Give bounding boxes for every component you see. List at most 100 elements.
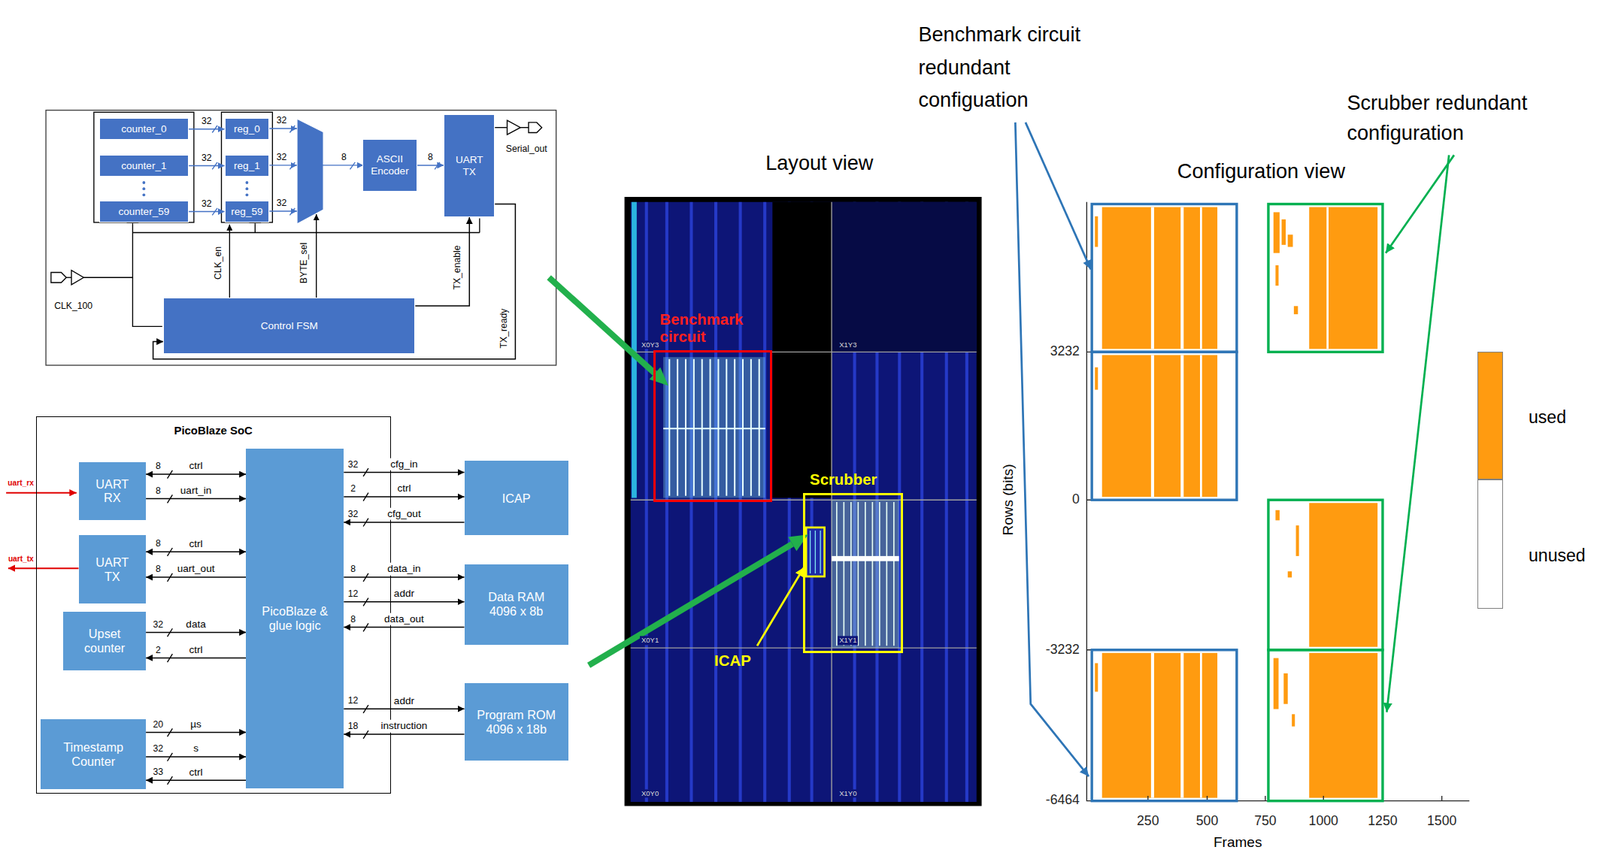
signal-wire — [188, 165, 225, 167]
pointer-arrow — [588, 544, 793, 666]
annotation-label: 32 — [276, 115, 288, 127]
uart-tx-box: UART TX — [443, 114, 495, 218]
timestamp-box: Timestamp Counter — [40, 719, 146, 791]
annotation-label: Serial_out — [506, 143, 548, 155]
configuration-chart — [1326, 207, 1329, 350]
processor-box: PicoBlaze & glue logic — [245, 448, 344, 789]
signal-wire — [153, 203, 516, 359]
counter-box: counter_1 — [99, 154, 189, 177]
benchmark-block-diagram — [507, 120, 522, 135]
box-text: Program ROM 4096 x 18b — [475, 708, 558, 737]
box-text: Scrubber — [809, 471, 877, 489]
pointer-arrow — [548, 277, 809, 666]
configuration-chart — [1275, 265, 1279, 286]
benchmark-block-diagram — [93, 112, 194, 223]
annotation-label: 33 — [153, 766, 164, 779]
configuration-chart — [1151, 207, 1155, 350]
annotation-label: Layout view — [765, 151, 873, 176]
annotation-label: TX_ready — [498, 309, 510, 349]
annotation-label: uart_tx — [8, 554, 34, 564]
annotation-label: 8 — [350, 563, 356, 576]
signal-wire — [145, 498, 246, 500]
signal-label: data — [184, 618, 207, 631]
annotation-label: X1Y3 — [837, 340, 858, 349]
signal-wire — [145, 657, 246, 660]
configuration-chart — [1200, 653, 1203, 799]
box-text: Upset counter — [76, 627, 134, 655]
signal-label: ctrl — [188, 643, 204, 656]
configuration-chart — [1287, 234, 1294, 247]
annotation-label: 0 — [1072, 491, 1080, 508]
benchmark-block-diagram — [83, 223, 133, 278]
configuration-chart — [1268, 204, 1383, 353]
configuration-chart — [1309, 653, 1378, 799]
annotation-label: 8 — [155, 563, 161, 576]
box-text: PicoBlaze & glue logic — [254, 604, 337, 633]
signal-label: instruction — [380, 720, 429, 733]
configuration-chart — [1015, 122, 1089, 777]
benchmark-block-diagram — [520, 127, 529, 128]
layout-region: Benchmark circuit — [653, 350, 773, 503]
uart-tx-box: UART TX — [78, 535, 147, 604]
annotation-label: Rows (bits) — [999, 463, 1017, 536]
configuration-chart — [1309, 503, 1378, 647]
box-text: reg_1 — [233, 160, 261, 173]
box-text: ASCII Encoder — [366, 153, 413, 177]
annotation-label: 32 — [348, 458, 359, 470]
configuration-chart — [1025, 122, 1091, 270]
fpga-layout — [630, 202, 977, 803]
benchmark-block-diagram — [66, 277, 72, 279]
fpga-layout — [689, 202, 693, 803]
fpga-layout — [831, 500, 900, 649]
signal-wire — [417, 164, 445, 167]
annotation-label: -3232 — [1045, 642, 1080, 658]
signal-label: ctrl — [396, 482, 412, 495]
configuration-chart — [1102, 653, 1218, 799]
signal-label: 8 — [427, 151, 434, 164]
configuration-chart — [1091, 204, 1237, 353]
signal-wire — [145, 756, 246, 758]
fpga-layout — [810, 530, 822, 574]
box-text: Timestamp Counter — [54, 740, 132, 769]
fpga-layout — [831, 556, 900, 562]
fpga-layout — [739, 202, 743, 803]
configuration-chart — [1268, 500, 1383, 651]
annotation-label: 250 — [1136, 813, 1159, 830]
configuration-chart — [1094, 663, 1098, 692]
annotation-label: 18 — [348, 721, 359, 733]
annotation-label: 32 — [348, 509, 359, 521]
annotation-label: X0Y3 — [639, 340, 661, 349]
annotation-label: 32 — [276, 197, 288, 210]
annotation-label: 8 — [341, 151, 347, 164]
fpga-layout — [836, 502, 894, 646]
soc-wiring — [8, 567, 79, 570]
signal-wire — [188, 211, 225, 213]
legend-text: unused — [1528, 545, 1586, 567]
signal-label: s — [192, 742, 200, 755]
signal-wire — [343, 496, 464, 498]
annotation-label: 1500 — [1427, 813, 1457, 830]
signal-label: uart_in — [179, 484, 213, 497]
annotation-label: Benchmark circuit redundant configuation — [918, 18, 1122, 116]
soc-container: PicoBlaze SoCUART RXUART TXUpset counter… — [36, 416, 391, 794]
box-text: Data RAM 4096 x 8b — [475, 590, 558, 619]
annotation-label: Frames — [1213, 834, 1262, 852]
configuration-chart — [1180, 354, 1184, 497]
signal-label: uart_out — [176, 563, 216, 576]
benchmark-block-diagram — [221, 112, 273, 223]
annotation-label: 2 — [155, 644, 161, 656]
signal-wire — [343, 576, 464, 579]
signal-label: addr — [393, 587, 416, 600]
annotation-label: 20 — [153, 718, 164, 731]
benchmark-block-diagram — [51, 272, 67, 283]
configuration-chart — [1151, 653, 1155, 799]
signal-wire — [188, 128, 225, 131]
box-text: counter_59 — [118, 206, 170, 219]
benchmark-block-diagram — [142, 187, 146, 191]
annotation-label: X0Y0 — [639, 789, 661, 798]
signal-label: ctrl — [188, 460, 204, 473]
signal-wire — [145, 632, 246, 634]
layout-region: Scrubber — [803, 493, 904, 654]
annotation-label: 12 — [348, 695, 359, 707]
annotation-label: CLK_en — [212, 246, 225, 280]
